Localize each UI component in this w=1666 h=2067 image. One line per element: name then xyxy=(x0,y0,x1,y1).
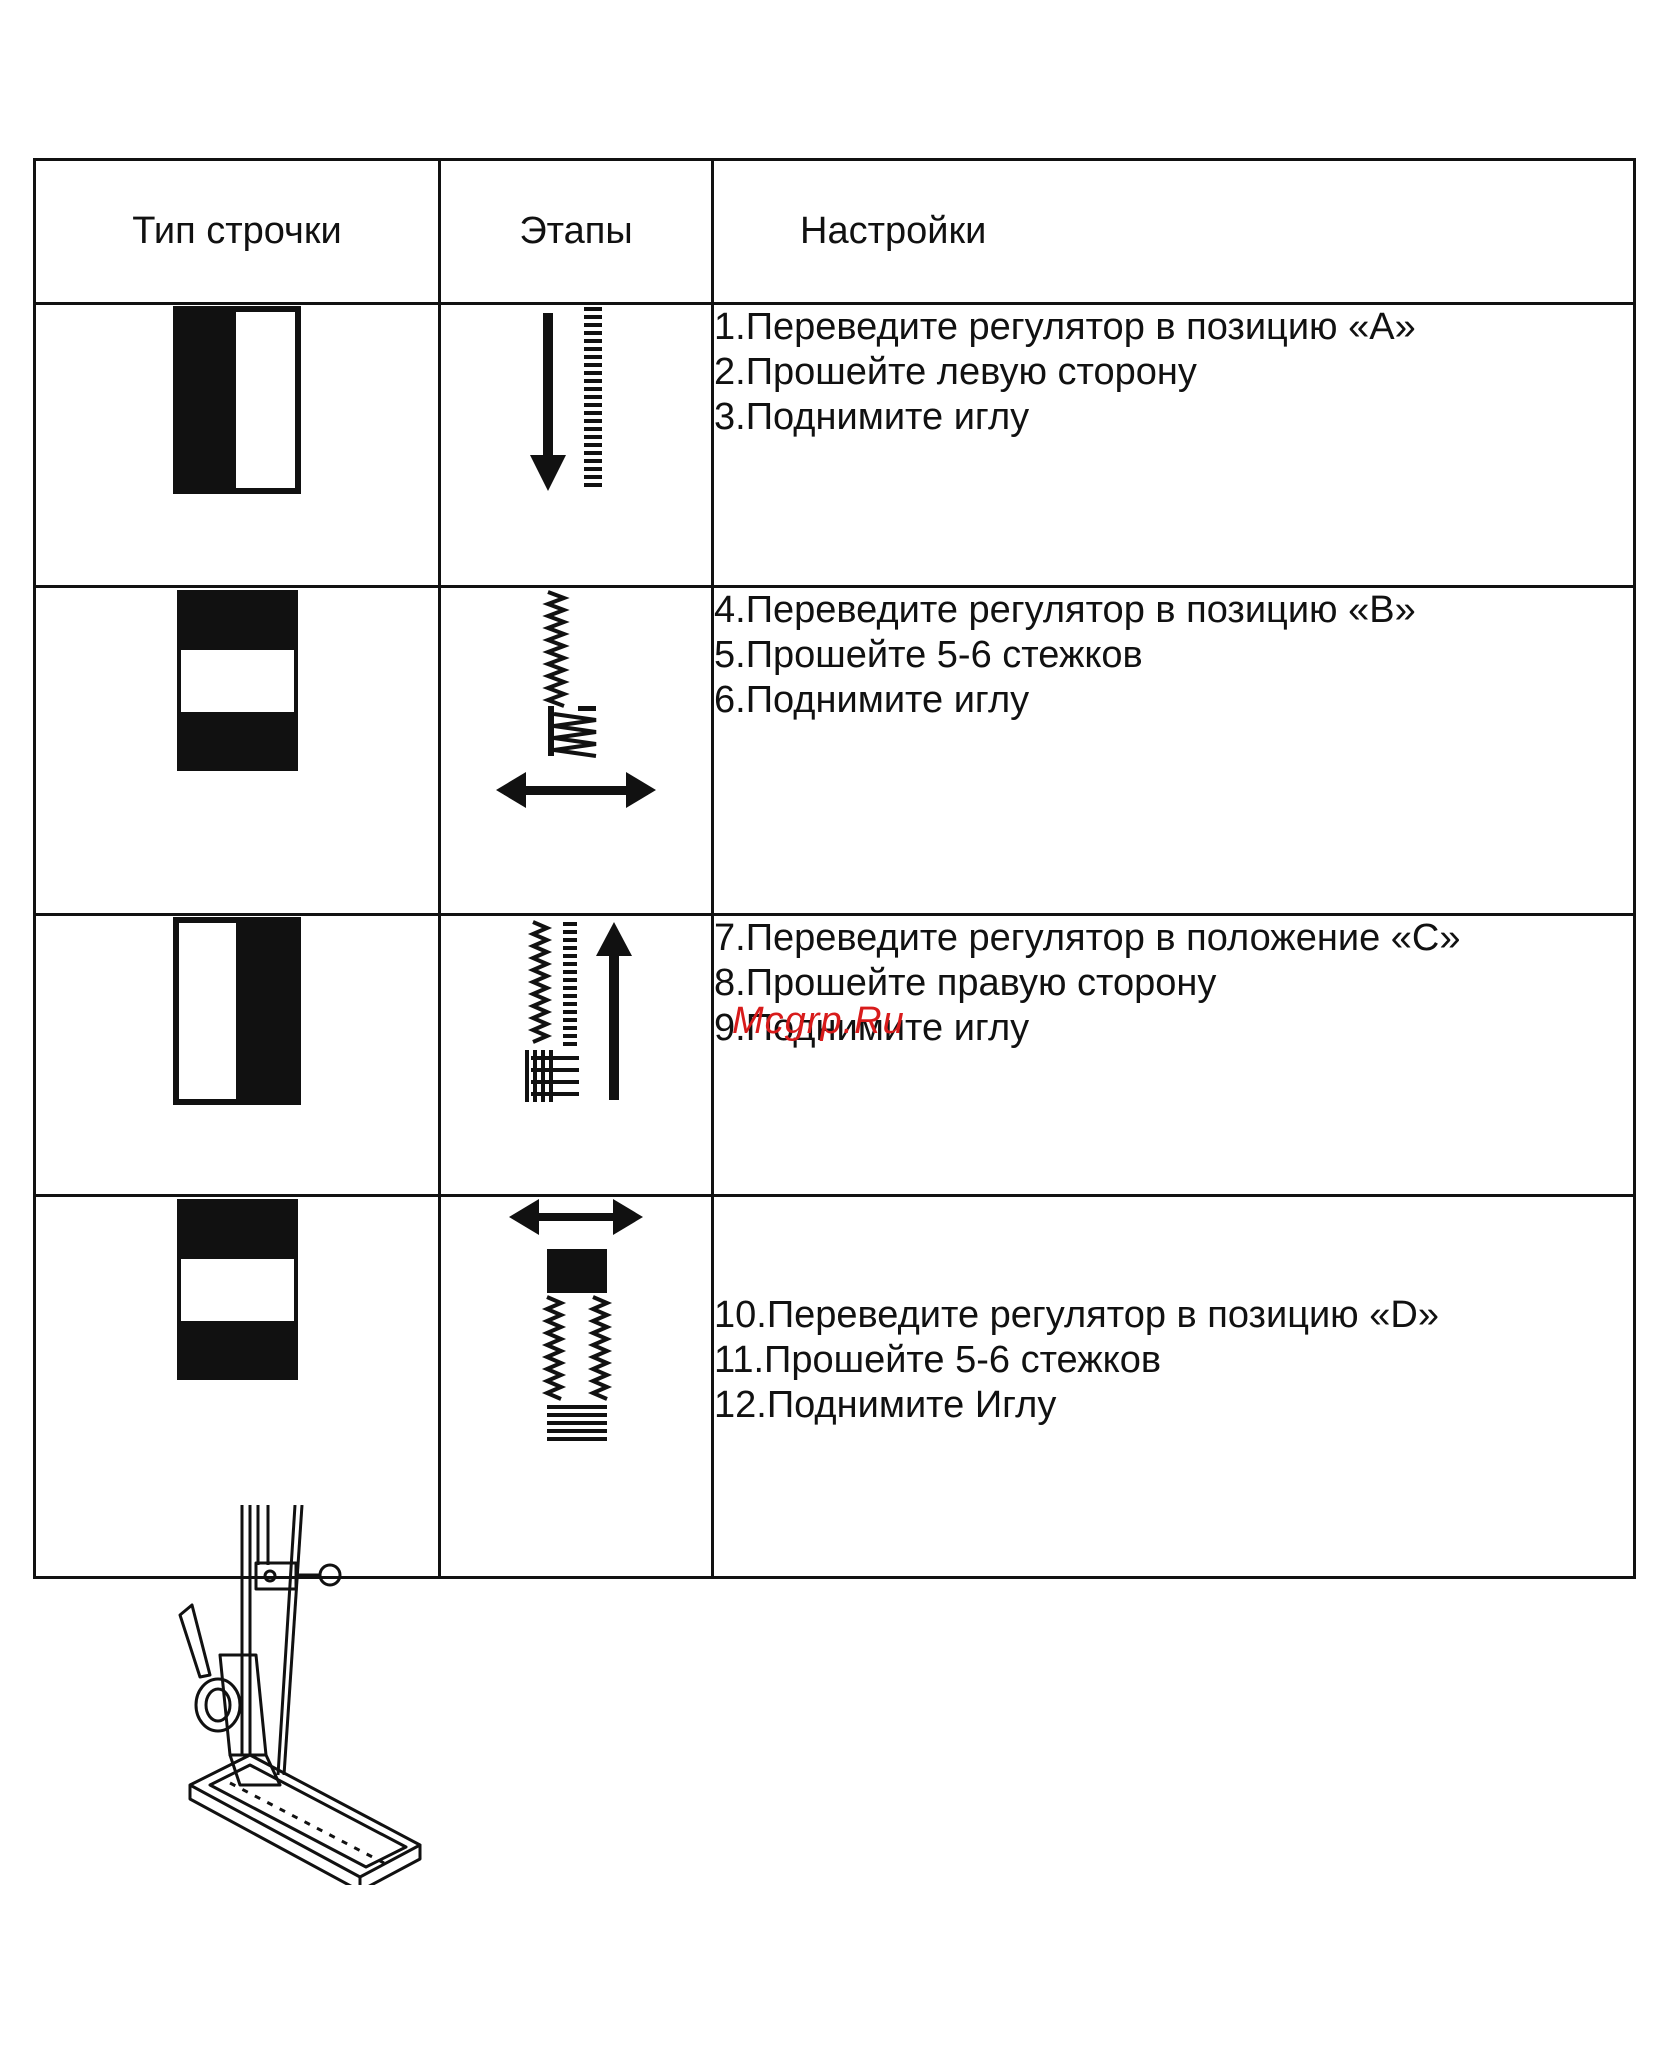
header-stages: Этапы xyxy=(438,158,714,305)
settings-cell: 10.Переведите регулятор в позицию «D» 11… xyxy=(711,1194,1636,1579)
stage-cell xyxy=(438,1194,714,1579)
instruction-line: 5.Прошейте 5-6 стежков xyxy=(714,634,1143,676)
bartack-bottom-stitch-icon xyxy=(496,590,656,808)
bartack-top-stitch-icon xyxy=(509,1199,643,1441)
settings-cell: 7.Переведите регулятор в положение «С» 8… xyxy=(711,913,1636,1197)
stitch-type-cell xyxy=(33,302,441,588)
stage-cell xyxy=(438,302,714,588)
table-header-row: Тип строчки Этапы Настройки xyxy=(33,158,1636,305)
arrow-down-stitch-icon xyxy=(530,307,602,491)
instruction-line: 2.Прошейте левую сторону xyxy=(714,351,1197,393)
settings-cell: 4.Переведите регулятор в позицию «В» 5.П… xyxy=(711,585,1636,916)
settings-cell: 1.Переведите регулятор в позицию «А» 2.П… xyxy=(711,302,1636,588)
header-stitch-type: Тип строчки xyxy=(33,158,441,305)
stage-cell xyxy=(438,585,714,916)
instruction-line: 3.Поднимите иглу xyxy=(714,396,1030,438)
arrow-up-stitch-icon xyxy=(525,920,632,1102)
instruction-line: 8.Прошейте правую сторону xyxy=(714,962,1217,1004)
header-settings: Настройки xyxy=(711,158,1636,305)
buttonhole-steps-table: Тип строчки Этапы Настройки xyxy=(33,158,1636,1579)
table-row: 7.Переведите регулятор в положение «С» 8… xyxy=(33,913,1636,1197)
instruction-line: 11.Прошейте 5-6 стежков xyxy=(714,1339,1162,1381)
watermark: Mcgrp.Ru xyxy=(732,1000,905,1042)
buttonhole-presser-foot-icon xyxy=(178,1505,422,1885)
right-side-stitch-icon xyxy=(173,917,301,1105)
stitch-type-cell xyxy=(33,585,441,916)
table-row: 4.Переведите регулятор в позицию «В» 5.П… xyxy=(33,585,1636,916)
instruction-line: 9.Поднимите иглу xyxy=(714,1007,1030,1049)
stitch-type-cell xyxy=(33,1194,441,1579)
instruction-line: 4.Переведите регулятор в позицию «В» xyxy=(714,589,1416,631)
table-row: 10.Переведите регулятор в позицию «D» 11… xyxy=(33,1194,1636,1579)
instruction-line: 6.Поднимите иглу xyxy=(714,679,1030,721)
stitch-type-cell xyxy=(33,913,441,1197)
left-side-stitch-icon xyxy=(173,306,301,494)
instruction-line: 7.Переведите регулятор в положение «С» xyxy=(714,917,1461,959)
table-row: 1.Переведите регулятор в позицию «А» 2.П… xyxy=(33,302,1636,588)
instruction-line: 1.Переведите регулятор в позицию «А» xyxy=(714,306,1416,348)
stage-cell xyxy=(438,913,714,1197)
instruction-line: 10.Переведите регулятор в позицию «D» xyxy=(714,1294,1439,1336)
instruction-line: 12.Поднимите Иглу xyxy=(714,1384,1057,1426)
bartack-stitch-icon xyxy=(176,1199,298,1380)
bartack-stitch-icon xyxy=(176,590,298,771)
